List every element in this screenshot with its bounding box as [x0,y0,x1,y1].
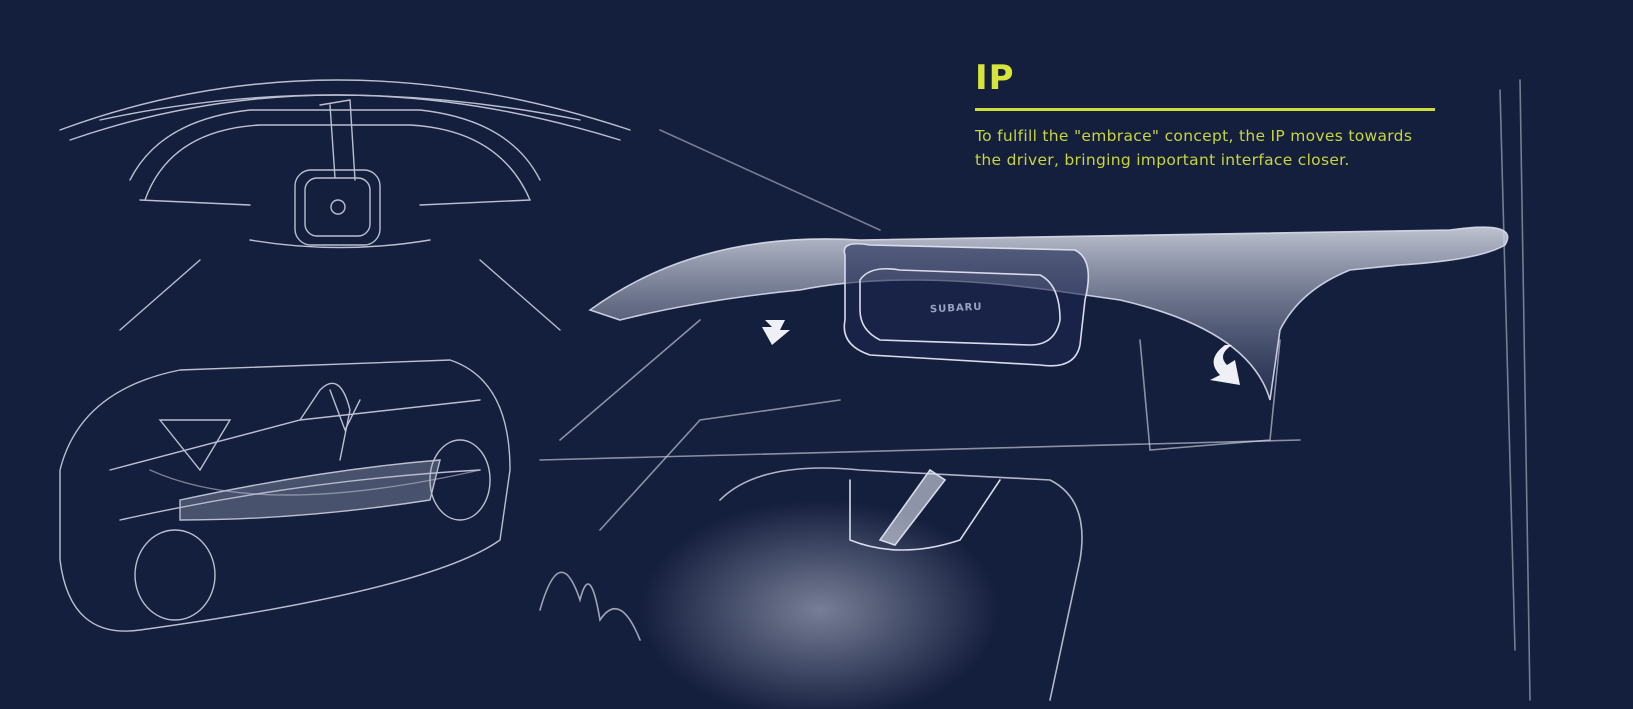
arrow-left-icon [762,320,790,345]
description-line-1: To fulfill the "embrace" concept, the IP… [975,127,1413,145]
arrow-right-icon [1210,345,1240,385]
description-line-2: the driver, bringing important interface… [975,151,1350,169]
main-ip-sketch [539,79,1531,709]
front-view-sketch [59,79,631,331]
overview-sketch [59,359,511,632]
caption-description: To fulfill the "embrace" concept, the IP… [975,124,1435,172]
signature [539,571,641,641]
title-divider [975,108,1435,111]
caption-block: IP To fulfill the "embrace" concept, the… [975,58,1435,172]
caption-title: IP [975,58,1015,98]
